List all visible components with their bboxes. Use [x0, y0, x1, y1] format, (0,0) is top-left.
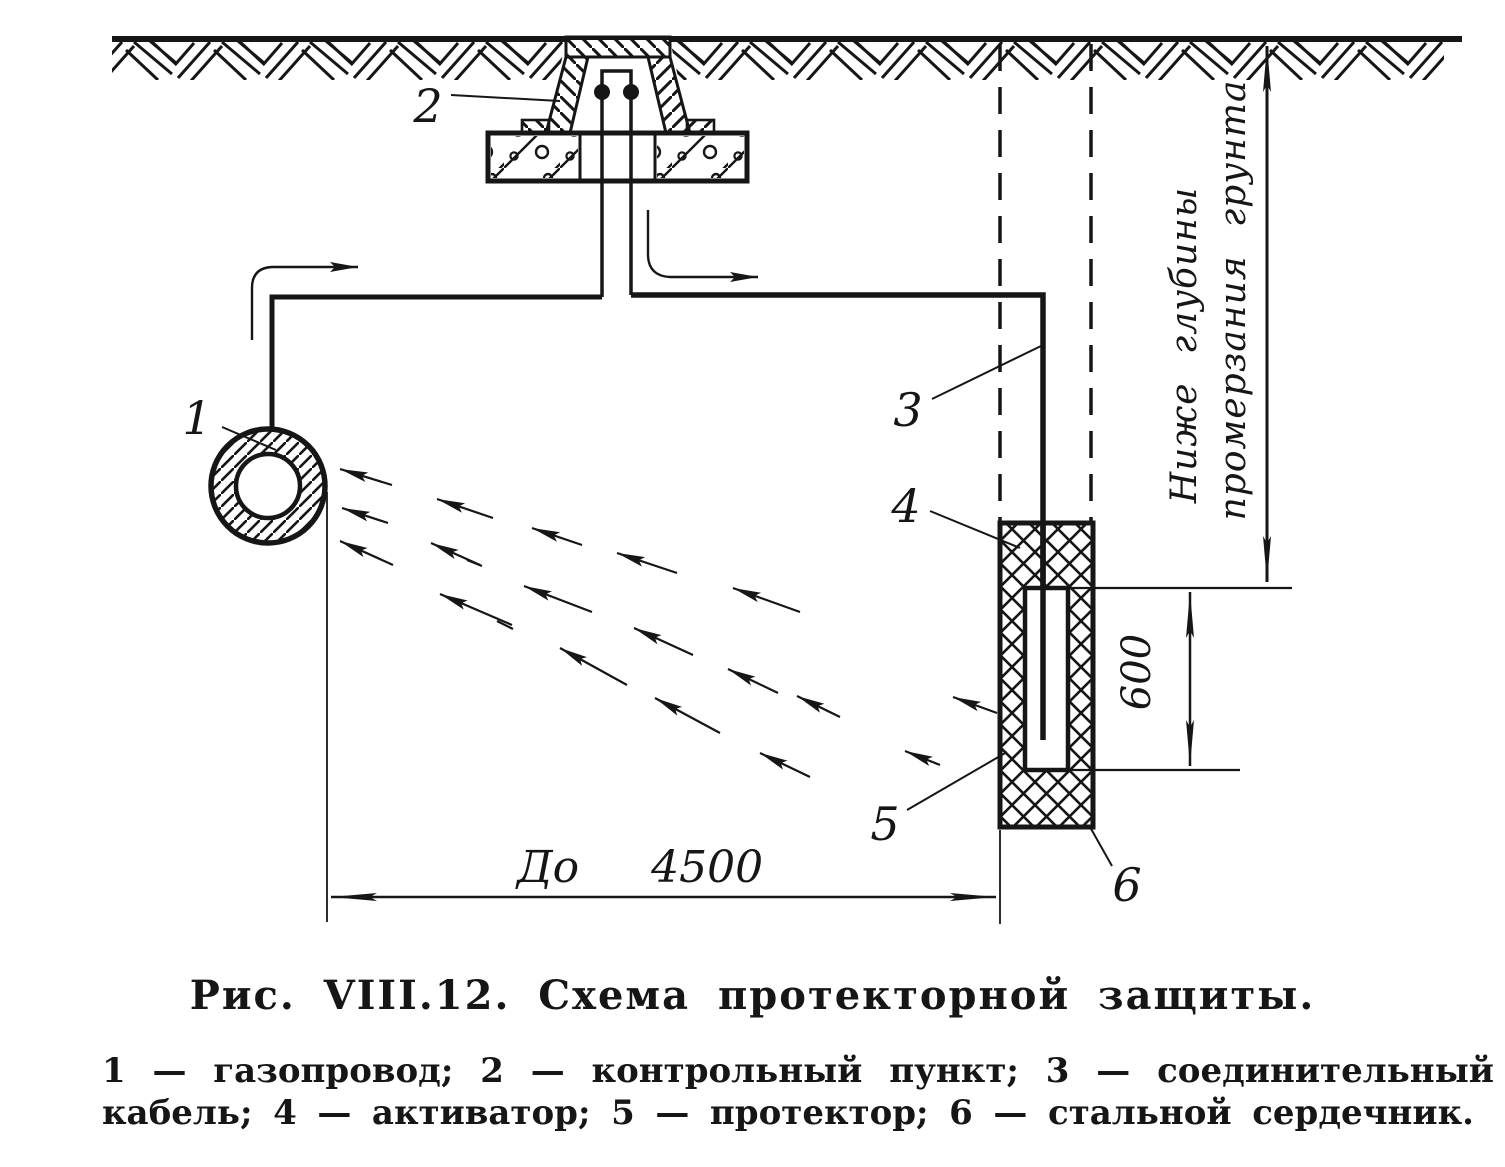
leader-pipeline: [221, 426, 277, 451]
callout-cable: 3: [893, 383, 922, 437]
flow-arrow: [559, 647, 628, 686]
callouts: 1 2 3 4 5 6: [182, 79, 1141, 912]
leader-activator: [929, 510, 1021, 549]
control-point: [485, 35, 750, 297]
protection-scheme-diagram: До 4500 600 Ниже глубины промерзания гру…: [112, 35, 1462, 924]
pipeline-inner-wall: [233, 451, 303, 521]
flow-arrow: [341, 506, 389, 525]
current-direction-arrow-left: [250, 262, 358, 340]
dimension-protector-height: 600: [1068, 586, 1292, 772]
dimension-span: До 4500: [326, 492, 1001, 924]
leader-steel-core: [1089, 826, 1113, 867]
leader-protector: [906, 751, 1008, 811]
current-flow-arrows: [339, 467, 998, 778]
figure-legend-line1: 1 — газопровод; 2 — контрольный пункт; 3…: [102, 1051, 1494, 1091]
ground-hatch-band: [112, 42, 1444, 80]
callout-pipeline: 1: [182, 391, 211, 445]
dimension-4500-label: До 4500: [515, 842, 763, 893]
concrete-slab-right-fill: [657, 136, 744, 178]
flow-arrow: [436, 497, 494, 520]
terminal-dot-left: [594, 84, 610, 100]
frost-note-line2: промерзания грунта: [1213, 80, 1254, 521]
figure-legend-line2: кабель; 4 — активатор; 5 — протектор; 6 …: [102, 1093, 1474, 1133]
flow-dash-segments: [466, 558, 514, 630]
concrete-slab-left-fill: [491, 136, 578, 178]
activator-box: [997, 520, 1096, 830]
flow-arrow: [439, 592, 513, 627]
callout-control-point: 2: [412, 79, 442, 133]
frost-note-line1: Ниже глубины: [1164, 187, 1205, 504]
leader-control-point: [450, 94, 561, 102]
leader-cable: [931, 345, 1042, 400]
flow-arrow: [339, 467, 393, 487]
flow-arrow: [339, 539, 394, 567]
terminal-dot-right: [623, 84, 639, 100]
flow-arrow: [523, 584, 593, 614]
flow-arrow: [796, 695, 841, 718]
terminal-bracket: [600, 69, 633, 94]
flow-arrow: [759, 752, 811, 778]
callout-protector: 5: [870, 797, 899, 851]
cable-run-left: [269, 294, 602, 432]
flow-dash: [496, 620, 514, 630]
connecting-cable-line: [631, 292, 1046, 740]
pipeline-cross-section: [208, 426, 328, 546]
callout-activator: 4: [890, 479, 920, 533]
protector-box: [1022, 585, 1071, 773]
dimension-600-label: 600: [1114, 634, 1160, 710]
flow-arrow: [633, 626, 694, 657]
frost-depth-annotation: Ниже глубины промерзания грунта: [1164, 46, 1271, 582]
flow-dash: [466, 558, 483, 568]
flow-arrow: [952, 695, 998, 715]
flow-arrow: [531, 526, 583, 547]
callout-steel-core: 6: [1112, 858, 1141, 912]
control-point-lid: [564, 35, 672, 59]
figure-caption: Рис. VIII.12. Схема протекторной защиты.: [189, 972, 1316, 1019]
current-direction-arrow-right: [646, 210, 758, 282]
flow-arrow: [732, 586, 801, 614]
ground-surface: [112, 36, 1462, 80]
flow-arrow: [904, 749, 941, 767]
flow-arrow: [616, 551, 678, 575]
flow-arrow: [727, 668, 779, 694]
flow-arrow: [654, 697, 721, 734]
